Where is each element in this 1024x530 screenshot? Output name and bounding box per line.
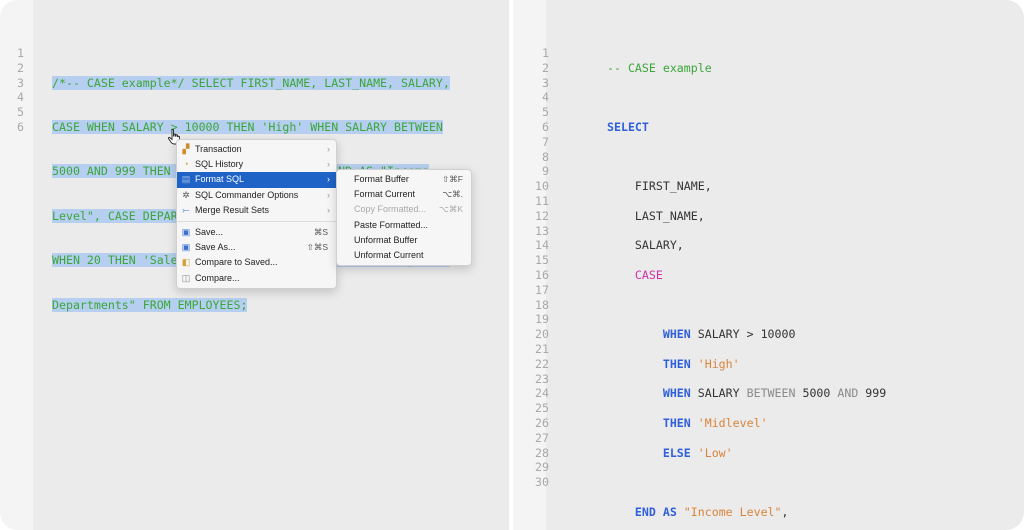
shortcut: ⌘S	[313, 226, 328, 237]
line-number: 1	[17, 46, 24, 60]
line-number: 4	[542, 90, 549, 105]
line-number: 26	[535, 415, 549, 430]
line-number: 2	[17, 60, 24, 75]
formatted-sql-text[interactable]: -- CASE example SELECT FIRST_NAME, LAST_…	[607, 46, 886, 530]
line-number: 12	[535, 208, 549, 223]
code-line[interactable]: Departments" FROM EMPLOYEES;	[52, 297, 248, 312]
line-number: 2	[542, 60, 549, 75]
code-line[interactable]: CASE WHEN SALARY > 10000 THEN 'High' WHE…	[52, 119, 443, 134]
line-number: 1	[542, 46, 549, 60]
chevron-right-icon: ›	[327, 189, 330, 200]
save-as-icon: ▣	[181, 242, 191, 253]
line-number: 18	[535, 297, 549, 312]
line-number: 23	[535, 371, 549, 386]
code-line[interactable]: /*-- CASE example*/ SELECT FIRST_NAME, L…	[52, 75, 450, 90]
code-line: THEN 'High'	[662, 356, 740, 371]
chevron-right-icon: ›	[327, 144, 330, 154]
line-number: 8	[542, 149, 549, 164]
line-number: 20	[535, 327, 549, 342]
menu-item-paste-formatted[interactable]: Paste Formatted...	[354, 219, 429, 230]
menu-item-unformat-current[interactable]: Unformat Current	[354, 249, 424, 260]
save-icon: ▣	[181, 226, 191, 237]
line-number: 10	[535, 179, 549, 194]
menu-item-sql-commander-options[interactable]: ✲ SQL Commander Options ›	[177, 188, 336, 203]
shortcut: ⌥⌘K	[439, 204, 463, 215]
code-line: END AS "Income Level",	[634, 504, 789, 519]
chevron-right-icon: ›	[327, 174, 330, 185]
menu-item-merge-result-sets[interactable]: ⤚ Merge Result Sets ›	[177, 203, 336, 218]
line-number: 15	[535, 253, 549, 268]
menu-item-compare[interactable]: ◫ Compare...	[181, 272, 240, 283]
transaction-icon: ▞	[182, 144, 190, 154]
code-line	[607, 150, 886, 165]
code-line: CASE	[634, 267, 663, 282]
line-number: 11	[535, 193, 549, 208]
line-number: 29	[535, 460, 549, 475]
line-number: 3	[542, 75, 549, 90]
merge-icon: ⤚	[182, 204, 190, 215]
line-number: 4	[17, 90, 24, 105]
code-line: -- CASE example	[607, 60, 712, 75]
chevron-right-icon: ›	[327, 159, 330, 170]
line-number: 17	[535, 282, 549, 297]
code-line	[607, 475, 886, 490]
compare-icon: ◫	[181, 272, 191, 283]
compare-saved-icon: ◧	[181, 257, 191, 268]
line-number: 5	[542, 105, 549, 120]
line-number-gutter	[0, 0, 33, 530]
code-line: SELECT	[607, 119, 649, 134]
context-menu: ▞ Transaction › ◔ SQL History › ▤ Format…	[176, 139, 337, 289]
menu-item-format-buffer[interactable]: Format Buffer ⇧⌘F	[337, 172, 471, 187]
menu-item-transaction[interactable]: ▞ Transaction ›	[177, 142, 336, 157]
code-line: THEN 'Midlevel'	[662, 415, 768, 430]
menu-item-compare-to-saved[interactable]: ◧ Compare to Saved...	[181, 257, 278, 268]
line-number: 27	[535, 430, 549, 445]
menu-item-format-current[interactable]: Format Current ⌥⌘.	[337, 187, 471, 202]
line-number: 3	[17, 75, 24, 90]
chevron-right-icon: ›	[327, 204, 330, 215]
code-line: SALARY,	[634, 238, 684, 253]
line-number: 25	[535, 401, 549, 416]
shortcut: ⇧⌘F	[442, 174, 463, 184]
line-number: 21	[535, 341, 549, 356]
line-number: 7	[542, 134, 549, 149]
code-line	[607, 298, 886, 313]
menu-separator	[177, 220, 336, 222]
line-number: 16	[535, 267, 549, 282]
options-icon: ✲	[182, 189, 190, 200]
menu-item-save[interactable]: ▣ Save... ⌘S	[177, 225, 336, 240]
line-number: 14	[535, 238, 549, 253]
menu-item-format-sql[interactable]: ▤ Format SQL ›	[177, 172, 336, 188]
line-number: 24	[535, 386, 549, 401]
line-number: 13	[535, 223, 549, 238]
menu-item-copy-formatted: Copy Formatted... ⌥⌘K	[337, 202, 471, 217]
menu-item-unformat-buffer[interactable]: Unformat Buffer	[354, 234, 418, 245]
format-icon: ▤	[181, 174, 191, 185]
code-line: ELSE 'Low'	[662, 445, 733, 460]
line-numbers: 1 2 3 4 5 6	[0, 46, 24, 135]
line-number: 28	[535, 445, 549, 460]
menu-item-save-as[interactable]: ▣ Save As... ⇧⌘S	[177, 240, 336, 255]
shortcut: ⌥⌘.	[442, 189, 463, 200]
format-sql-submenu: Format Buffer ⇧⌘F Format Current ⌥⌘. Cop…	[336, 169, 472, 267]
line-number: 6	[542, 119, 549, 134]
code-line: LAST_NAME,	[634, 208, 705, 223]
code-line: WHEN SALARY > 10000	[662, 327, 796, 342]
line-number: 30	[535, 475, 549, 490]
line-numbers: 1 2 3 4 5 6 7 8 9 10 11 12 13 14 15 16 1…	[519, 46, 549, 490]
code-line	[607, 90, 886, 105]
menu-item-sql-history[interactable]: ◔ SQL History ›	[177, 157, 336, 172]
line-number: 5	[17, 105, 24, 120]
line-number: 22	[535, 356, 549, 371]
shortcut: ⇧⌘S	[306, 242, 328, 253]
history-icon: ◔	[183, 159, 189, 170]
right-editor-panel: 1 2 3 4 5 6 7 8 9 10 11 12 13 14 15 16 1…	[513, 0, 1024, 530]
code-line: FIRST_NAME,	[634, 179, 712, 194]
line-number: 9	[542, 164, 549, 179]
line-number-gutter	[513, 0, 546, 530]
line-number: 19	[535, 312, 549, 327]
line-number: 6	[17, 119, 24, 134]
code-line: WHEN SALARY BETWEEN 5000 AND 999	[662, 386, 887, 401]
